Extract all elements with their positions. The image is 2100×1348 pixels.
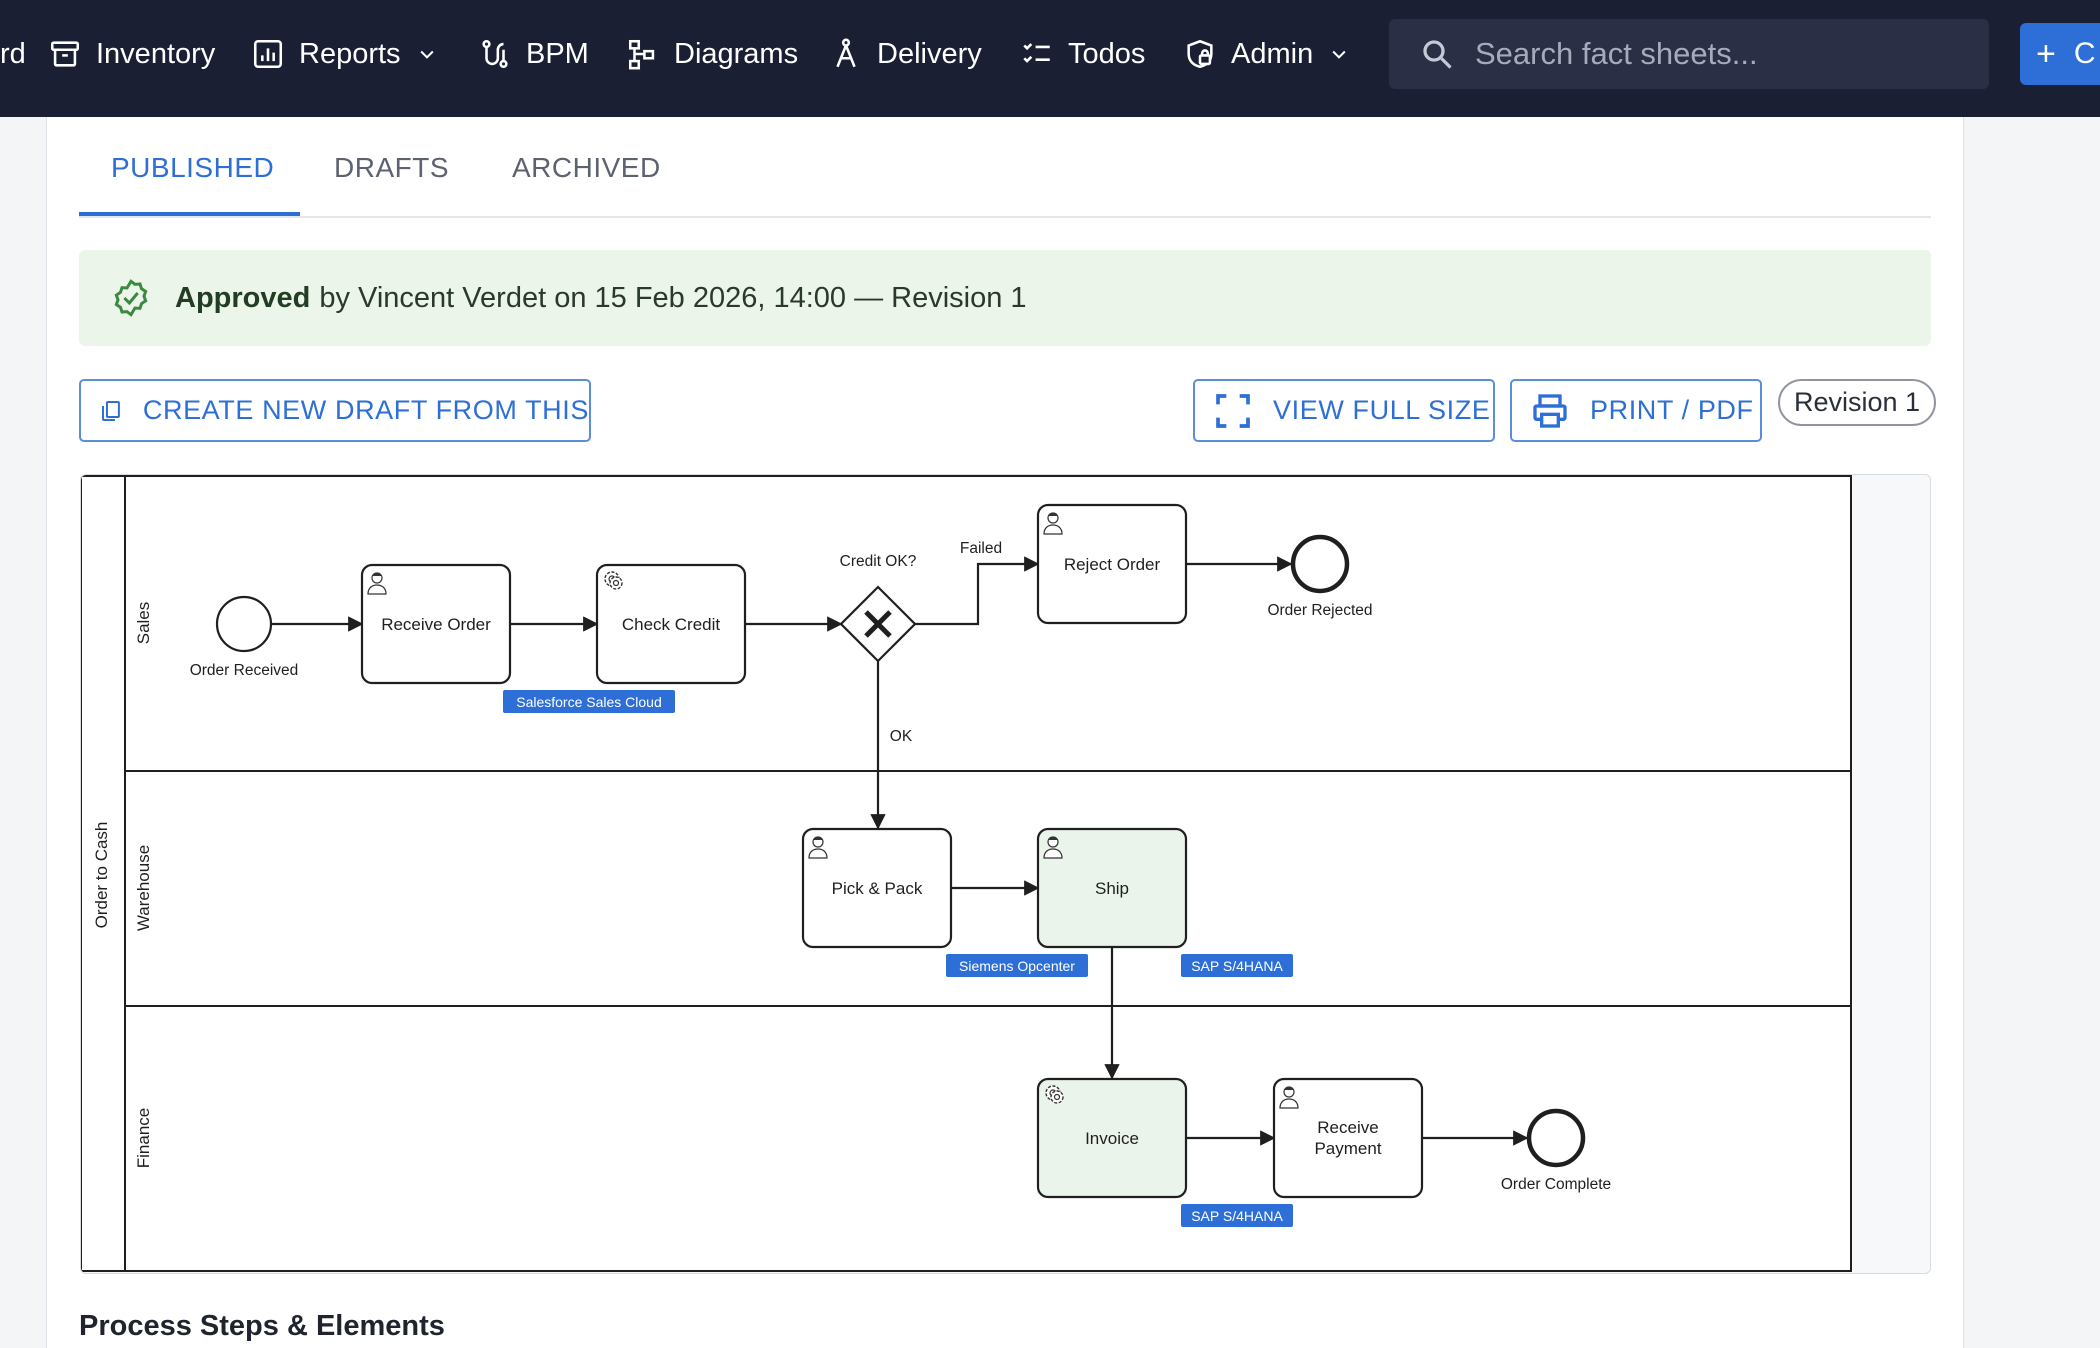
flow-label-ok: OK [890,728,913,745]
search-input[interactable] [1475,36,1975,72]
nav-item-delivery[interactable]: Delivery [829,26,982,82]
task-receive-payment-label-2: Payment [1314,1139,1381,1158]
task-receive-order-label: Receive Order [381,615,491,634]
end-event-rejected[interactable] [1290,534,1350,594]
start-event-label: Order Received [190,662,299,679]
system-badge-opcenter[interactable] [946,954,1088,977]
system-badge-salesforce-label: Salesforce Sales Cloud [516,694,662,710]
nav-item-bpm-label: BPM [526,37,589,70]
create-draft-button[interactable]: CREATE NEW DRAFT FROM THIS [79,379,591,442]
create-draft-label: CREATE NEW DRAFT FROM THIS [142,395,589,425]
printer-icon [1533,393,1567,428]
nav-item-todos[interactable]: Todos [1020,26,1145,82]
task-reject-order-label: Reject Order [1064,555,1161,574]
copy-icon [101,400,120,421]
print-pdf-button[interactable]: PRINT / PDF [1510,379,1762,442]
system-badge-sap-ship[interactable] [1181,954,1293,977]
section-title-process-steps: Process Steps & Elements [79,1310,445,1342]
gateway-label: Credit OK? [840,553,917,570]
plus-icon: + [2036,34,2056,73]
lane-label-finance: Finance [134,1108,153,1168]
lane-label-warehouse: Warehouse [134,845,153,931]
shield-lock-icon [1187,39,1213,69]
nav-item-delivery-label: Delivery [877,37,982,70]
bar-chart-icon [253,39,283,69]
task-ship[interactable]: Ship [1036,827,1188,949]
nav-item-todos-label: Todos [1068,37,1146,70]
tab-drafts[interactable]: DRAFTS [334,152,449,183]
task-receive-payment-label-1: Receive [1317,1118,1378,1137]
lane-label-sales: Sales [134,602,153,645]
task-pick-pack-label: Pick & Pack [832,879,923,898]
start-event[interactable] [215,595,273,653]
system-badge-sap-ship-label: SAP S/4HANA [1191,958,1283,974]
task-reject-order[interactable]: Reject Order [1036,503,1188,625]
chevron-down-icon [1332,50,1346,59]
task-check-credit[interactable]: Check Credit [595,563,747,685]
task-invoice-label: Invoice [1085,1129,1139,1148]
nav-item-truncated[interactable]: rd [0,26,26,82]
end-event-rejected-label: Order Rejected [1267,602,1372,619]
task-invoice[interactable]: Invoice [1036,1077,1188,1199]
nav-item-diagrams[interactable]: Diagrams [626,26,798,82]
approval-detail: by Vincent Verdet on 15 Feb 2026, 14:00 … [319,281,1027,314]
archive-icon [50,41,80,67]
system-badge-sap-invoice-label: SAP S/4HANA [1191,1208,1283,1224]
nav-item-admin-label: Admin [1231,37,1314,70]
compass-icon [836,38,856,68]
exclusive-gateway[interactable] [839,585,917,663]
create-button[interactable]: + C [2020,23,2100,85]
task-receive-payment[interactable]: Receive Payment [1272,1077,1424,1199]
print-pdf-label: PRINT / PDF [1590,395,1754,425]
view-full-size-button[interactable]: VIEW FULL SIZE [1193,379,1495,442]
diagram-icon [628,39,655,70]
system-badge-salesforce[interactable] [503,690,675,713]
flow-label-failed: Failed [960,540,1002,557]
top-navigation-bar: rd Inventory Reports BPM Diagrams Delive… [0,0,2100,117]
view-full-size-label: VIEW FULL SIZE [1273,395,1491,425]
system-badge-opcenter-label: Siemens Opcenter [959,958,1075,974]
tab-archived[interactable]: ARCHIVED [512,152,661,183]
nav-item-diagrams-label: Diagrams [674,37,799,70]
checklist-icon [1023,43,1050,63]
verified-badge-icon [114,279,148,317]
approval-banner: Approved by Vincent Verdet on 15 Feb 202… [79,250,1931,346]
pool-order-to-cash [81,475,1852,1272]
end-event-complete[interactable] [1526,1108,1586,1168]
chevron-down-icon [420,50,434,59]
task-pick-pack[interactable]: Pick & Pack [801,827,953,949]
nav-item-inventory-label: Inventory [96,37,216,70]
bpmn-diagram: Order to Cash Sales Warehouse Finance Or… [80,474,1931,1274]
process-icon [482,39,508,69]
search-icon [1423,40,1452,69]
nav-item-bpm[interactable]: BPM [478,26,589,82]
task-receive-order[interactable]: Receive Order [360,563,512,685]
nav-item-inventory[interactable]: Inventory [48,26,215,82]
create-button-label: C [2073,37,2096,70]
nav-item-truncated-label: rd [0,37,26,70]
search-box[interactable] [1389,19,1989,89]
nav-item-admin[interactable]: Admin [1183,26,1349,82]
active-tab-indicator [79,212,300,216]
fullscreen-icon [1216,393,1250,428]
task-ship-label: Ship [1095,879,1129,898]
task-check-credit-label: Check Credit [622,615,721,634]
nav-item-reports-label: Reports [299,37,401,70]
revision-tabs: PUBLISHED DRAFTS ARCHIVED [79,130,1931,218]
pool-label: Order to Cash [92,822,111,929]
nav-item-reports[interactable]: Reports [251,26,437,82]
approval-status: Approved [175,281,311,314]
system-badge-sap-invoice[interactable] [1181,1204,1293,1227]
tab-published[interactable]: PUBLISHED [111,152,275,183]
revision-selector[interactable]: Revision 1 [1778,379,1937,426]
end-event-complete-label: Order Complete [1501,1176,1611,1193]
